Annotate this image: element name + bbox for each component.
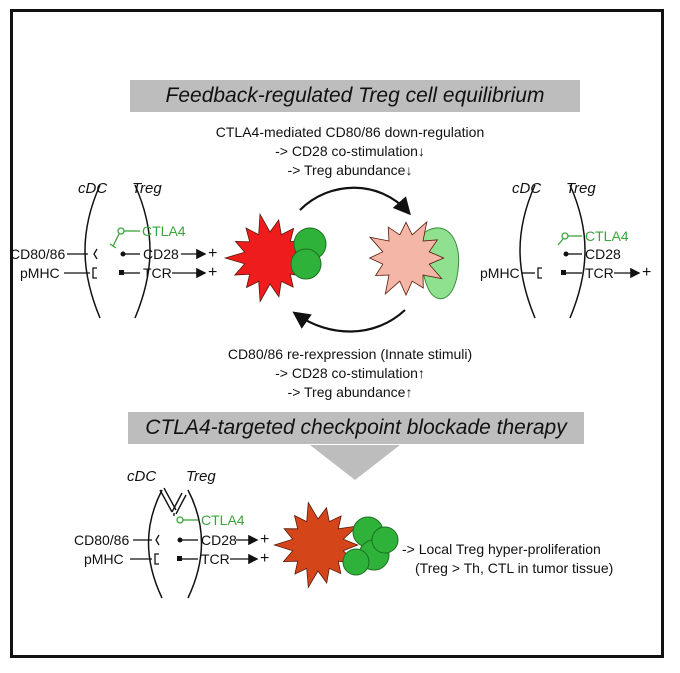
right-treg-label: Treg	[566, 180, 596, 197]
top-caption-line3: -> Treg abundance↓	[287, 162, 413, 178]
right-treg-membrane	[569, 184, 586, 319]
bottom-pmhc-label: pMHC	[84, 551, 124, 567]
bottom-treg-membrane	[187, 489, 203, 599]
top-caption-line1: CTLA4-mediated CD80/86 down-regulation	[215, 124, 485, 140]
left-treg-label: Treg	[132, 180, 162, 197]
bottom-caption-line3: -> Treg abundance↑	[287, 384, 413, 400]
left-cdc-label: cDC	[78, 180, 108, 197]
right-plus: +	[642, 264, 652, 281]
figure-frame	[10, 9, 664, 658]
quiescent-dendritic-cell	[368, 220, 445, 296]
left-cd8086-label: CD80/86	[10, 246, 66, 262]
left-plus-2: +	[208, 264, 218, 281]
downregulation-arrow	[299, 186, 411, 216]
right-pmhc-label: pMHC	[480, 265, 520, 281]
red-dendritic-cell	[223, 212, 312, 303]
right-cd28-label: CD28	[585, 246, 621, 262]
outcome-line2: (Treg > Th, CTL in tumor tissue)	[415, 560, 614, 576]
treg-cell	[371, 526, 399, 554]
left-pmhc-label: pMHC	[20, 265, 60, 281]
left-tcr-label: TCR	[143, 265, 172, 281]
left-cdc-membrane	[84, 184, 101, 319]
bottom-synapse	[130, 487, 259, 599]
left-ctla4-receptor	[117, 227, 125, 235]
right-synapse	[519, 184, 641, 319]
bottom-caption-line1: CD80/86 re-rexpression (Innate stimuli)	[227, 346, 473, 362]
bottom-plus-2: +	[260, 550, 270, 567]
bottom-cdc-membrane	[147, 489, 163, 599]
bottom-cd28-label: CD28	[201, 532, 237, 548]
down-arrow	[310, 445, 400, 480]
activated-dendritic-cell	[273, 501, 359, 589]
bottom-banner: CTLA4-targeted checkpoint blockade thera…	[128, 412, 584, 444]
anti-ctla4-antibody	[159, 487, 187, 516]
left-ctla4-label: CTLA4	[142, 223, 186, 239]
right-tcr-label: TCR	[585, 265, 614, 281]
top-caption-line2: -> CD28 co-stimulation↓	[275, 143, 425, 159]
bottom-ctla4-label: CTLA4	[201, 512, 245, 528]
left-treg-membrane	[134, 184, 151, 319]
bottom-plus-1: +	[260, 531, 270, 548]
bottom-treg-label: Treg	[186, 468, 216, 485]
right-cdc-label: cDC	[512, 180, 542, 197]
treg-cell	[290, 248, 322, 280]
left-cd28-label: CD28	[143, 246, 179, 262]
left-synapse	[64, 184, 207, 319]
bottom-cd8086-label: CD80/86	[74, 532, 130, 548]
outcome-line1: -> Local Treg hyper-proliferation	[402, 541, 601, 557]
reexpression-arrow	[292, 309, 406, 333]
bottom-caption-line2: -> CD28 co-stimulation↑	[275, 365, 425, 381]
right-cdc-membrane	[519, 184, 536, 319]
top-banner: Feedback-regulated Treg cell equilibrium	[130, 80, 580, 112]
right-ctla4-label: CTLA4	[585, 228, 629, 244]
bottom-cdc-label: cDC	[127, 468, 157, 485]
bottom-tcr-label: TCR	[201, 551, 230, 567]
left-plus-1: +	[208, 245, 218, 262]
treg-cell	[342, 548, 370, 576]
